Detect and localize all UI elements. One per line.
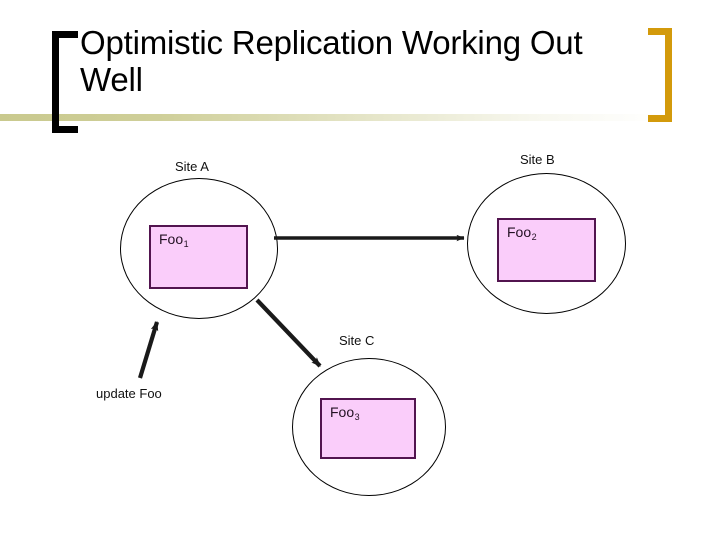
site-circle-c[interactable] bbox=[292, 358, 446, 496]
slide-title: Optimistic Replication Working Out Well bbox=[80, 24, 583, 98]
site-circle-a[interactable] bbox=[120, 178, 278, 319]
replica-box-a[interactable]: Foo1 bbox=[149, 225, 248, 289]
arrow-update-to-a bbox=[137, 321, 160, 379]
update-foo-label: update Foo bbox=[96, 386, 162, 401]
replica-label-b: Foo2 bbox=[507, 224, 537, 242]
title-bracket-right-icon bbox=[648, 28, 672, 122]
site-label-b: Site B bbox=[520, 152, 555, 167]
title-bracket-left-icon bbox=[52, 31, 78, 133]
replica-box-b[interactable]: Foo2 bbox=[497, 218, 596, 282]
site-label-c: Site C bbox=[339, 333, 375, 348]
replica-box-c[interactable]: Foo3 bbox=[320, 398, 416, 459]
title-divider-band bbox=[0, 114, 720, 121]
site-circle-b[interactable] bbox=[467, 173, 626, 314]
arrow-a-to-c bbox=[255, 298, 322, 368]
replica-label-c: Foo3 bbox=[330, 404, 360, 422]
site-label-a: Site A bbox=[175, 159, 209, 174]
replica-label-a: Foo1 bbox=[159, 231, 189, 249]
